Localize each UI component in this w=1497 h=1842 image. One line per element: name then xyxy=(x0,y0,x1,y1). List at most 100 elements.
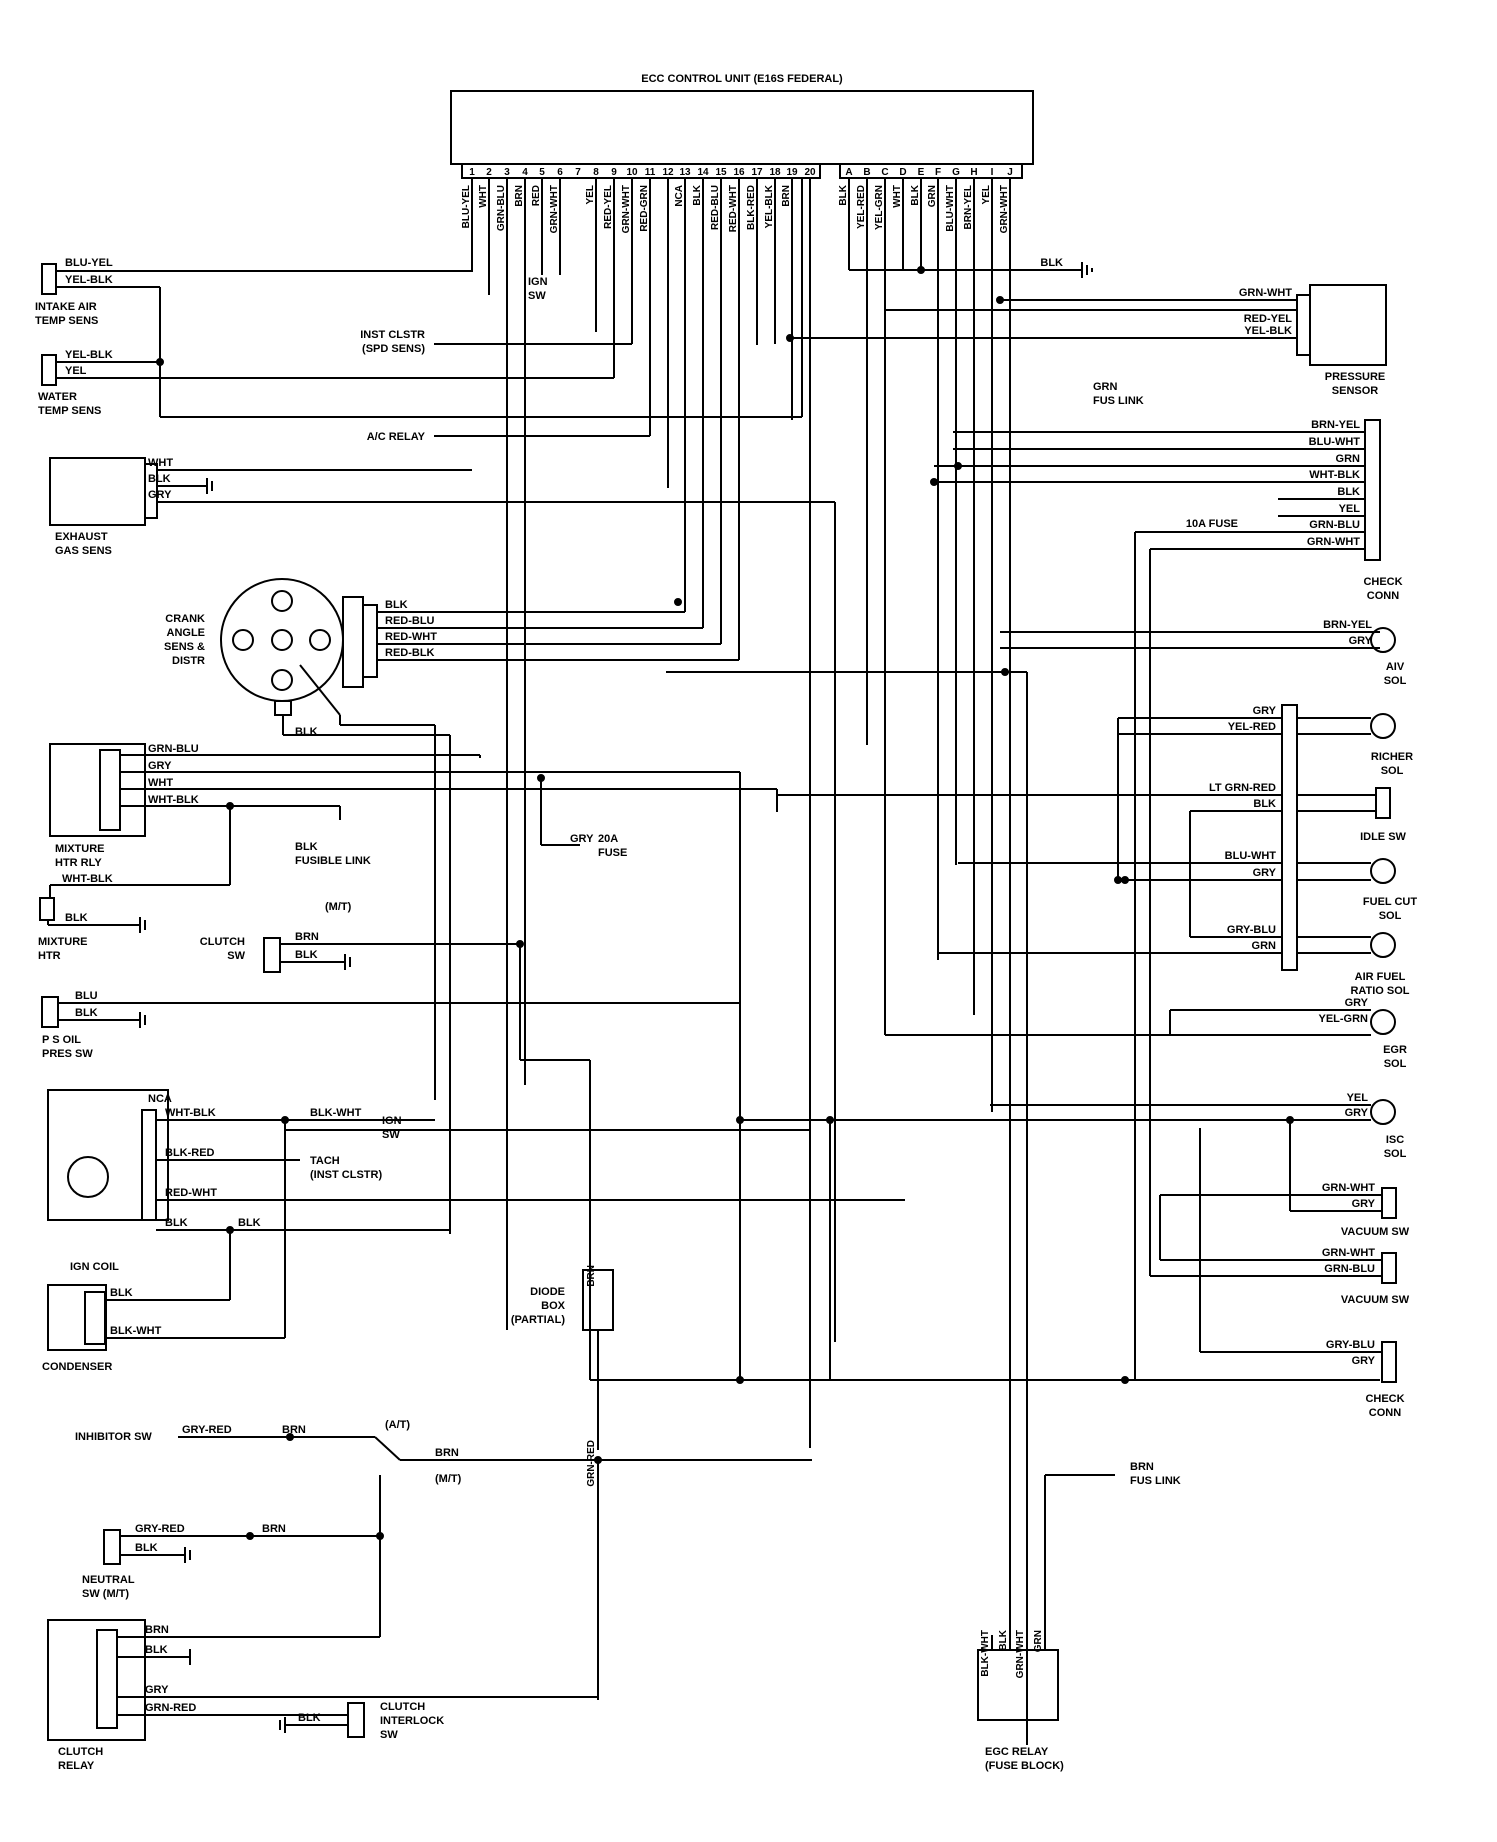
wire-color-label: NCA xyxy=(148,1093,172,1105)
air-fuel-sol-label: RATIO SOL xyxy=(1350,985,1409,997)
mixture-htr-label: HTR xyxy=(38,950,61,962)
wire-color-label: BLK xyxy=(65,912,88,924)
mt-ref: (M/T) xyxy=(435,1473,462,1485)
ecu-pin-strip-numeric xyxy=(461,163,821,179)
wire-color-label: BLK xyxy=(998,1629,1009,1650)
ign-sw-ref: SW xyxy=(528,290,546,302)
wire-color-label: WHT-BLK xyxy=(165,1107,216,1119)
egr-solenoid xyxy=(1370,1009,1396,1035)
ecu-pin: J xyxy=(1007,167,1013,178)
blk-fusible-link-ref: BLK xyxy=(295,841,318,853)
ecu-wire-color: YEL-GRN xyxy=(874,185,885,230)
diode-box-label: (PARTIAL) xyxy=(511,1314,566,1326)
ecu-pin: E xyxy=(918,167,925,178)
wire-color-label: GRY-BLU xyxy=(1326,1339,1375,1351)
check-conn-label: CONN xyxy=(1369,1407,1401,1419)
ecu-wire-color: BRN xyxy=(514,185,525,207)
wire-color-label: GRY xyxy=(148,760,172,772)
check-connector-1 xyxy=(1364,419,1381,561)
clutch-sw-label: SW xyxy=(227,950,245,962)
isc-solenoid xyxy=(1370,1099,1396,1125)
wire-color-label: BRN xyxy=(586,1265,597,1287)
wire-color-label: YEL-RED xyxy=(1228,721,1276,733)
ecu-wire-color: GRN-BLU xyxy=(496,185,507,231)
ecu-box xyxy=(450,90,1034,165)
wire-color-label: BLU-WHT xyxy=(1225,850,1277,862)
aiv-solenoid xyxy=(1370,627,1396,653)
wire-color-label: BLK xyxy=(75,1007,98,1019)
wire-color-label: BLK xyxy=(298,1712,321,1724)
ecu-pin: C xyxy=(881,167,888,178)
crank-angle-sensor xyxy=(220,578,344,702)
ps-oil-pres-switch xyxy=(41,996,59,1028)
pressure-sensor-label: PRESSURE xyxy=(1325,371,1386,383)
crank-angle-label: SENS & xyxy=(164,641,205,653)
ign-sw-ref: SW xyxy=(382,1129,400,1141)
pressure-sensor xyxy=(1309,284,1387,366)
ps-oil-label: PRES SW xyxy=(42,1048,93,1060)
grn-fus-link-ref: FUS LINK xyxy=(1093,395,1144,407)
ign-sw-ref: IGN xyxy=(382,1115,402,1127)
wire-color-label: BRN xyxy=(145,1624,169,1636)
mixture-heater xyxy=(39,897,55,921)
ecu-pin: F xyxy=(935,167,941,178)
wire-color-label: RED-YEL xyxy=(1244,313,1293,325)
wire-color-label: GRY xyxy=(148,489,172,501)
diode-box-label: BOX xyxy=(541,1300,566,1312)
wire-color-label: GRN-RED xyxy=(145,1702,196,1714)
wire-color-label: GRY xyxy=(1253,705,1277,717)
condenser xyxy=(47,1284,107,1351)
ecu-pin: 11 xyxy=(645,167,656,178)
wire-color-label: GRN-WHT xyxy=(1239,287,1292,299)
ecu-wire-color: YEL xyxy=(981,185,992,204)
wire-color-label: BLK xyxy=(110,1287,133,1299)
ecu-pin: H xyxy=(970,167,977,178)
crank-angle-label: DISTR xyxy=(172,655,205,667)
mt-ref: (M/T) xyxy=(325,901,352,913)
pressure-sensor-label: SENSOR xyxy=(1332,385,1379,397)
neutral-switch xyxy=(103,1529,121,1565)
wire-color-label: RED-WHT xyxy=(165,1187,217,1199)
wire-color-label: GRY xyxy=(1253,867,1277,879)
wire-color-label: GRY xyxy=(1349,635,1373,647)
ign-sw-ref: IGN xyxy=(528,276,548,288)
ecu-wire-color: YEL xyxy=(585,185,596,204)
richer-solenoid xyxy=(1370,713,1396,739)
crank-angle-label: ANGLE xyxy=(167,627,206,639)
air-fuel-sol-label: AIR FUEL xyxy=(1355,971,1406,983)
mixture-htr-rly-label: HTR RLY xyxy=(55,857,102,869)
wire-color-label: GRN-WHT xyxy=(1307,536,1360,548)
inst-clstr-ref: (SPD SENS) xyxy=(362,343,425,355)
tach-ref: (INST CLSTR) xyxy=(310,1169,382,1181)
ecu-pin: 4 xyxy=(522,167,528,178)
ecu-wire-color: RED-YEL xyxy=(603,185,614,229)
wire-color-label: GRY xyxy=(570,833,594,845)
wire-color-label: BLK xyxy=(1337,486,1360,498)
neutral-sw-label: SW (M/T) xyxy=(82,1588,129,1600)
ign-coil xyxy=(47,1089,169,1221)
check-conn-label: CHECK xyxy=(1363,576,1402,588)
ecu-pin: 6 xyxy=(557,167,563,178)
ecu-wire-color: GRN-WHT xyxy=(621,185,632,233)
wire-color-label: GRN xyxy=(1033,1630,1044,1652)
inst-clstr-ref: INST CLSTR xyxy=(360,329,425,341)
ecu-wire-color: BRN-YEL xyxy=(963,185,974,229)
vacuum-switch-1 xyxy=(1381,1187,1397,1219)
aiv-sol-label: SOL xyxy=(1384,675,1407,687)
ecu-pin: I xyxy=(991,167,994,178)
ecu-wire-color: BLK-RED xyxy=(746,185,757,230)
check-connector-2 xyxy=(1381,1341,1397,1383)
wire-color-label: BLU xyxy=(75,990,98,1002)
ecu-wire-color: RED-GRN xyxy=(639,185,650,232)
ecu-pin: 14 xyxy=(697,167,709,178)
wire-color-label: GRY xyxy=(1352,1198,1376,1210)
richer-sol-label: SOL xyxy=(1381,765,1404,777)
ecu-wire-color: BLK xyxy=(692,184,703,205)
ecu-pin: D xyxy=(899,167,906,178)
aiv-sol-label: AIV xyxy=(1386,661,1405,673)
wire-color-label: GRN-BLU xyxy=(1324,1263,1375,1275)
wire-color-label: YEL-BLK xyxy=(65,274,113,286)
fuel-cut-sol-label: SOL xyxy=(1379,910,1402,922)
mixture-htr-label: MIXTURE xyxy=(38,936,88,948)
